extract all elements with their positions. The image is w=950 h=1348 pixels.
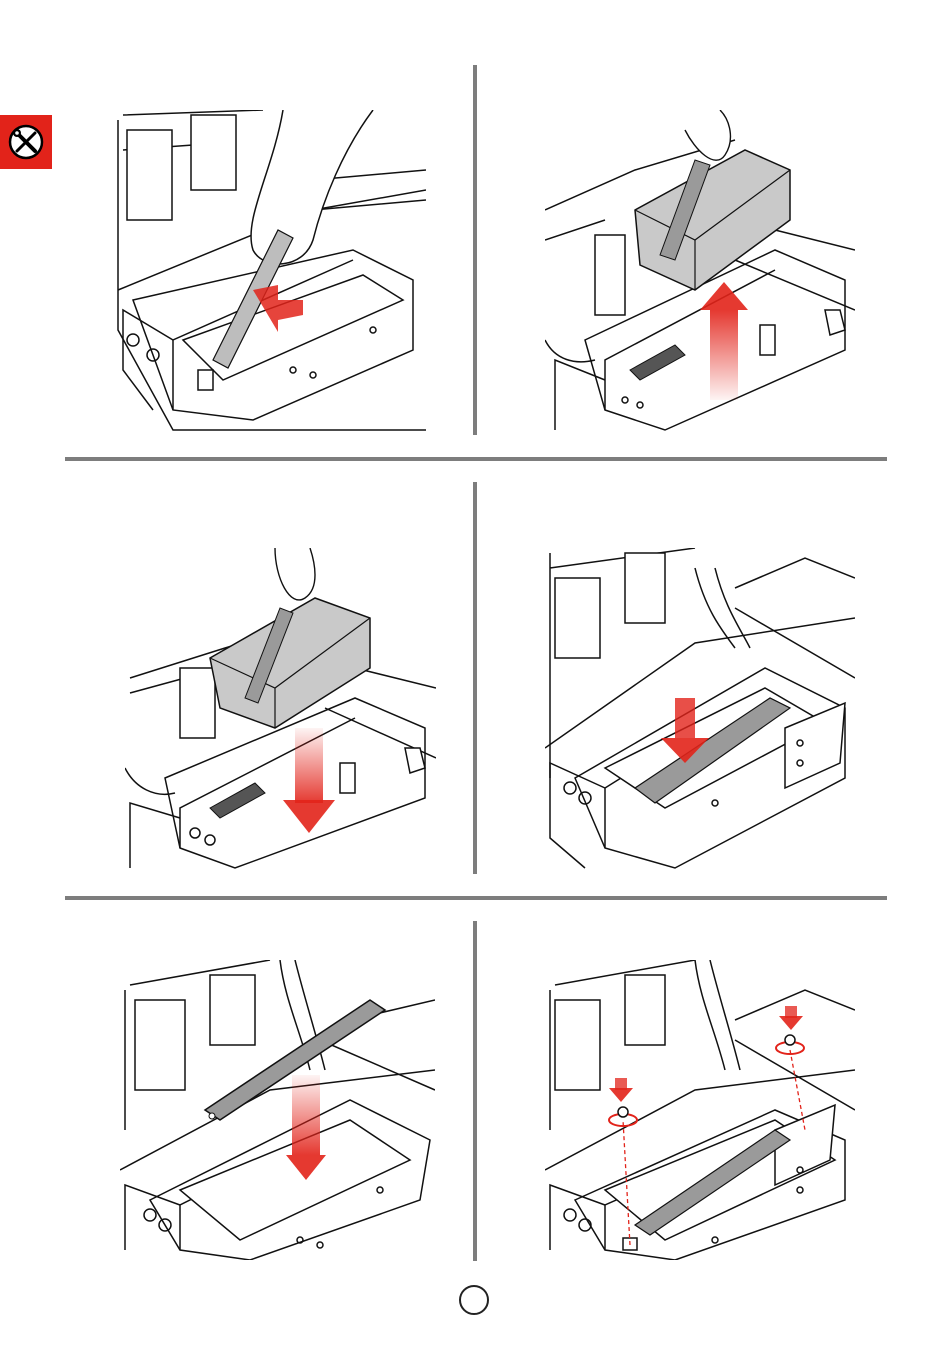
divider-vertical-2 <box>473 482 477 874</box>
divider-horizontal-1 <box>65 457 887 461</box>
wrench-screwdriver-icon <box>6 122 46 162</box>
section-tab <box>0 115 52 169</box>
page-number-circle <box>459 1285 489 1315</box>
divider-horizontal-2 <box>65 896 887 900</box>
step-5-illustration <box>120 960 435 1260</box>
divider-vertical-1 <box>473 65 477 435</box>
step-2-illustration <box>545 110 855 435</box>
step-3-illustration <box>125 548 436 873</box>
step-1-illustration <box>113 110 426 435</box>
step-4-illustration <box>545 548 855 873</box>
step-6-illustration <box>545 960 855 1260</box>
divider-vertical-3 <box>473 921 477 1261</box>
